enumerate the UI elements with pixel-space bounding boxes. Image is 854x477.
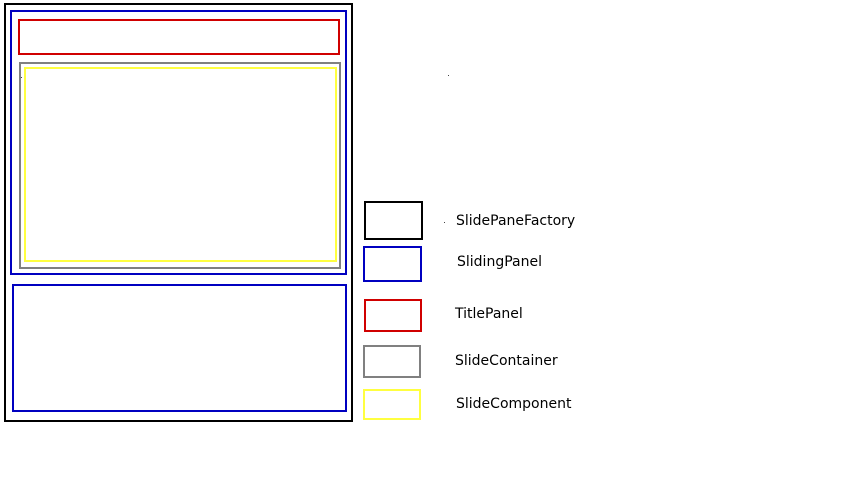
- sliding-panel-top-frame: [10, 10, 347, 275]
- sliding-panel-bottom-frame: [12, 284, 347, 412]
- legend-swatch: [363, 246, 422, 282]
- legend-label: SlideContainer: [455, 353, 558, 369]
- title-panel-frame: [18, 19, 340, 55]
- legend-label: SlidingPanel: [457, 254, 542, 270]
- legend-label: SlideComponent: [456, 396, 572, 412]
- legend-swatch: [363, 389, 421, 420]
- legend-swatch: [364, 299, 422, 332]
- legend-label: TitlePanel: [455, 306, 523, 322]
- stray-mark: [21, 77, 22, 78]
- slide-pane-factory-frame: [4, 3, 353, 422]
- legend-swatch: [364, 201, 423, 240]
- slide-container-frame: [19, 62, 341, 269]
- stray-mark: [444, 222, 445, 223]
- legend-swatch: [363, 345, 421, 378]
- legend-label: SlidePaneFactory: [456, 213, 576, 229]
- slide-component-frame: [24, 67, 337, 262]
- stray-mark: [448, 75, 449, 76]
